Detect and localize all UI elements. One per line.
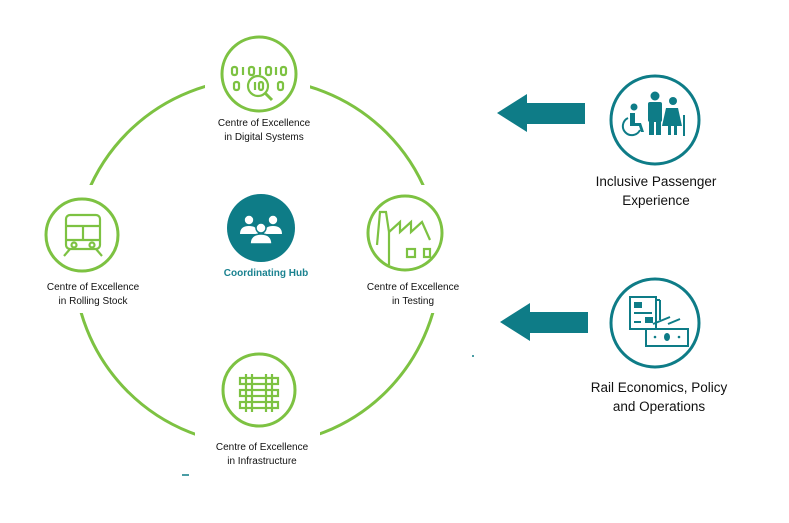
label-line: in Testing xyxy=(391,296,435,307)
accessibility-people-icon xyxy=(609,74,701,166)
rail-economics-label: Rail Economics, Policy and Operations xyxy=(591,378,728,416)
label-line: Experience xyxy=(622,193,690,208)
testing-label: Centre of Excellence in Testing xyxy=(367,281,459,309)
label-line: in Infrastructure xyxy=(227,456,297,467)
factory-icon xyxy=(366,194,444,272)
label-line: in Rolling Stock xyxy=(58,296,128,307)
rail-track-icon xyxy=(221,352,297,428)
label-line: in Digital Systems xyxy=(224,132,304,143)
coordinating-hub-icon xyxy=(227,194,295,262)
label-line: Inclusive Passenger xyxy=(595,174,717,189)
label-line: Centre of Excellence xyxy=(217,118,311,129)
digital-systems-label: Centre of Excellence in Digital Systems xyxy=(218,117,310,145)
digital-systems-icon xyxy=(220,35,298,113)
train-icon xyxy=(44,197,120,273)
rolling-stock-label: Centre of Excellence in Rolling Stock xyxy=(47,281,139,309)
documents-money-icon xyxy=(609,277,701,369)
infrastructure-label: Centre of Excellence in Infrastructure xyxy=(216,441,308,469)
label-line: Rail Economics, Policy xyxy=(590,380,728,395)
label-line: Centre of Excellence xyxy=(366,282,460,293)
left-arrow-icon xyxy=(497,94,585,132)
coordinating-hub-label: Coordinating Hub xyxy=(223,268,309,279)
inclusive-passenger-label: Inclusive Passenger Experience xyxy=(596,172,717,210)
left-arrow-icon xyxy=(500,303,588,341)
label-line: Centre of Excellence xyxy=(46,282,140,293)
label-line: and Operations xyxy=(612,399,706,414)
label-line: Centre of Excellence xyxy=(215,442,309,453)
